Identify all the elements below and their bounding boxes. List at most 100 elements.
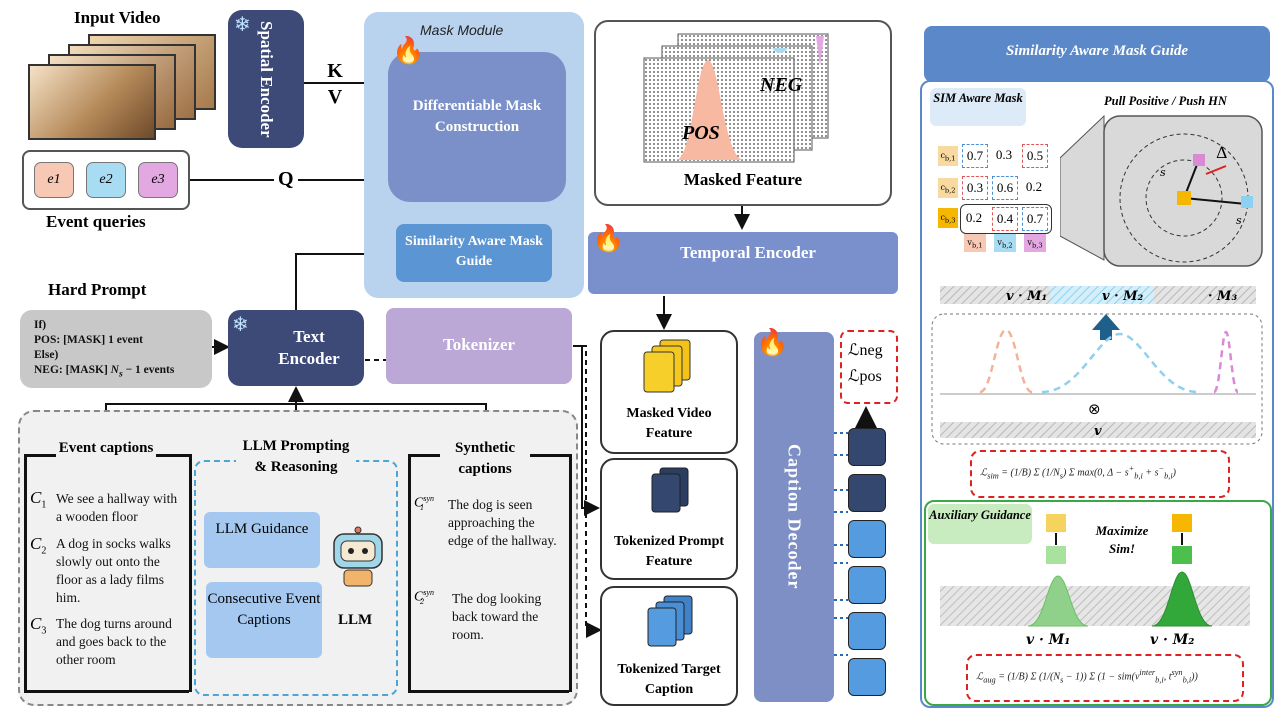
masked-video-feature-label: Masked Video Feature [626,406,712,441]
query-e1: e1 [34,162,74,198]
c3-symbol: C3 [30,614,47,637]
cell: 0.5 [1022,144,1048,168]
svg-text:v · M₂: v · M₂ [1102,289,1144,304]
mask-module-title: Mask Module [420,22,504,38]
lsim-formula-box: ℒsim = (1/B) Σ (1/Ns) Σ max(0, Δ − s+b,i… [970,450,1230,498]
fire-icon: 🔥 [756,328,789,358]
row-label-cb3: cb,3 [938,208,958,228]
c2-symbol: C2 [30,534,47,557]
samg-box: Similarity Aware Mask Guide [396,224,552,282]
laug-formula: ℒaug = (1/B) Σ (1/(Ns − 1)) Σ (1 − sim(v… [976,668,1198,685]
spatial-encoder-label: Spatial Encoder [257,20,276,138]
similarity-matrix: cb,1 cb,2 cb,3 0.7 0.3 0.5 0.3 0.6 0.2 0… [938,144,1054,256]
spatial-encoder: ❄ Spatial Encoder [228,10,304,148]
hard-prompt-line1: If) [34,319,47,331]
neg-label: NEG [760,74,803,96]
tokenized-target-label: Tokenized Target Caption [617,662,721,697]
event-captions-column [24,454,192,692]
llm-label: LLM [338,612,373,628]
cell: 0.2 [965,210,983,225]
llm-guidance-label: LLM Guidance [215,521,309,537]
caption-decoder-label: Caption Decoder [784,444,805,590]
event-captions-title: Event captions [56,438,156,459]
decoder-token [848,612,886,650]
query-e3: e3 [138,162,178,198]
pull-push-diagram: Δ s s [1060,114,1263,267]
col-label-v3: vb,3 [1024,234,1046,252]
consecutive-box: Consecutive Event Captions [206,582,322,658]
svg-text:Δ: Δ [1216,143,1228,162]
v-label: V [327,86,343,108]
input-video-title: Input Video [74,8,161,27]
tokenized-prompt-card: Tokenized Prompt Feature [600,458,738,580]
svg-text:v · M₁: v · M₁ [1006,289,1047,304]
c1-symbol: C1 [30,488,47,511]
masked-video-feature-card: Masked Video Feature [600,330,738,454]
syn2-symbol: Csyn2 [414,588,435,607]
caption-decoder: Caption Decoder [754,332,834,702]
temporal-encoder-label: Temporal Encoder [680,243,816,262]
col-label-v1: vb,1 [964,234,986,252]
masked-feature-graphic [643,33,829,163]
event-queries-label: Event queries [46,212,146,231]
laug-formula-box: ℒaug = (1/B) Σ (1/(Ns − 1)) Σ (1 − sim(v… [966,654,1244,702]
arrow-tok-target [573,345,602,638]
cell: 0.7 [1022,207,1048,231]
cell: 0.4 [992,207,1018,231]
decoder-token [848,658,886,696]
arrow-text-samg [295,246,396,310]
cell: 0.7 [962,144,988,168]
row-label-cb2: cb,2 [938,178,958,198]
decoder-token [848,474,886,512]
svg-text:s: s [1160,166,1166,179]
syn-caption-2: The dog looking back toward the room. [452,591,542,642]
synthetic-captions-title: Synthetic captions [440,438,530,480]
text-encoder: ❄ Text Encoder [228,310,364,386]
mask-curve-panel: v · M₁ v · M₂ · M₃ ⊗ v [931,286,1263,445]
sim-aware-mask-label: SIM Aware Mask [933,91,1023,105]
pull-push-label: Pull Positive / Push HN [1104,94,1227,108]
svg-text:s: s [1236,214,1242,227]
loss-neg: ℒneg [848,342,883,359]
loss-pos: ℒpos [848,368,882,385]
hard-prompt-line2: POS: [MASK] 1 event [34,334,143,346]
decoder-token [848,566,886,604]
cell: 0.2 [1025,179,1043,194]
svg-text:⊗: ⊗ [1088,400,1101,418]
synthetic-captions-column [408,454,572,692]
target-caption-icon [647,595,693,647]
tokenizer: Tokenizer [386,308,572,384]
caption-c2: A dog in socks walks slowly out onto the… [56,536,171,605]
svg-text:v: v [1094,424,1102,439]
svg-text:v · M₂: v · M₂ [1150,632,1194,644]
auxiliary-graphic: v · M₁ v · M₂ [940,514,1250,644]
cell: 0.6 [992,176,1018,200]
cell: 0.3 [995,147,1013,162]
consecutive-label: Consecutive Event Captions [207,591,321,628]
tokenized-prompt-label: Tokenized Prompt Feature [613,534,725,569]
auxiliary-label: Auxiliary Guidance [929,508,1031,522]
col-label-v2: vb,2 [994,234,1016,252]
llm-title: LLM Prompting & Reasoning [236,436,356,478]
video-feature-icon [643,339,691,393]
q-label: Q [274,168,298,191]
tokenized-target-card: Tokenized Target Caption [600,586,738,706]
text-encoder-label: Text Encoder [278,327,340,368]
query-e2: e2 [86,162,126,198]
row-label-cb1: cb,1 [938,146,958,166]
svg-text:· M₃: · M₃ [1208,289,1237,304]
fire-icon: 🔥 [592,224,625,254]
decoder-token [848,520,886,558]
sim-aware-mask-label-box: SIM Aware Mask [930,88,1026,126]
decoder-token [848,428,886,466]
syn-caption-1: The dog is seen approaching the edge of … [448,497,557,548]
cell: 0.3 [962,176,988,200]
snowflake-icon: ❄ [232,312,249,336]
dmc-box: Differentiable Mask Construction [388,52,566,202]
right-panel-title: Similarity Aware Mask Guide [1005,43,1189,59]
syn1-symbol: Csyn1 [414,494,435,513]
event-queries-box: e1 e2 e3 [22,150,190,210]
samg-label: Similarity Aware Mask Guide [405,234,543,269]
mask-module: Mask Module Differentiable Mask Construc… [364,12,584,298]
svg-text:v · M₁: v · M₁ [1026,632,1070,644]
